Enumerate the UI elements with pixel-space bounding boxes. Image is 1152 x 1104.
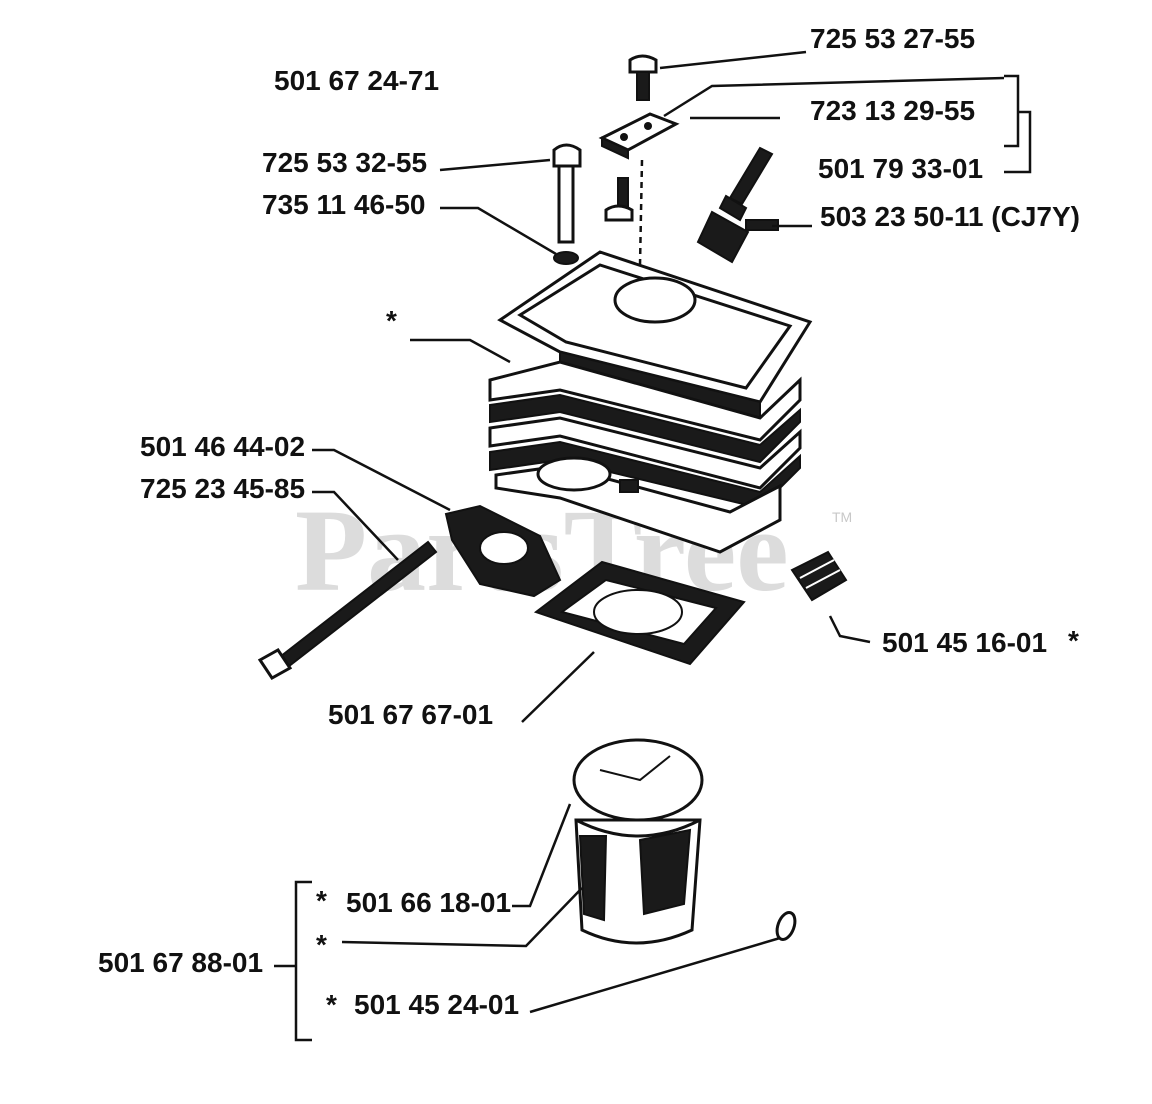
decompression-valve-part — [790, 550, 848, 602]
label-cylinder-bolt: 725 53 32-55 — [262, 147, 427, 178]
label-kit-top: 501 67 24-71 — [274, 65, 439, 96]
label-plate-kit: 501 79 33-01 — [818, 153, 983, 184]
label-piston-ring: 501 66 18-01 — [346, 887, 511, 918]
label-long-bolt: 725 23 45-85 — [140, 473, 305, 504]
label-piston-star: * — [316, 929, 327, 960]
base-gasket-part — [533, 560, 746, 666]
top-screw-part — [628, 54, 658, 101]
label-ring-star: * — [316, 885, 327, 916]
small-screw-part — [604, 177, 634, 222]
label-clamp-plate: 723 13 29-55 — [810, 95, 975, 126]
clamp-plate-part — [598, 112, 680, 160]
label-cylinder-star: * — [386, 305, 397, 336]
watermark-tm: TM — [832, 509, 852, 525]
leader-lines — [274, 50, 1032, 1042]
label-circlip-star: * — [326, 989, 337, 1020]
cylinder-bolt-part — [552, 143, 582, 244]
piston-part — [574, 818, 702, 945]
label-spark-plug: 503 23 50-11 (CJ7Y) — [820, 201, 1080, 232]
cylinder-part — [488, 250, 813, 554]
label-circlip: 501 45 24-01 — [354, 989, 519, 1020]
label-top-screw: 725 53 27-55 — [810, 23, 975, 54]
label-piston-kit: 501 67 88-01 — [98, 947, 263, 978]
label-base-gasket: 501 67 67-01 — [328, 699, 493, 730]
label-decompression-star: * — [1068, 625, 1079, 656]
label-intake-gasket: 501 46 44-02 — [140, 431, 305, 462]
long-bolt-part — [257, 540, 438, 680]
intake-gasket-part — [444, 504, 562, 598]
spark-plug-part — [696, 146, 779, 264]
circlip-part — [775, 911, 797, 941]
label-washer: 735 11 46-50 — [262, 189, 426, 220]
label-decompression-valve: 501 45 16-01 — [882, 627, 1047, 658]
washer-part — [553, 251, 579, 265]
